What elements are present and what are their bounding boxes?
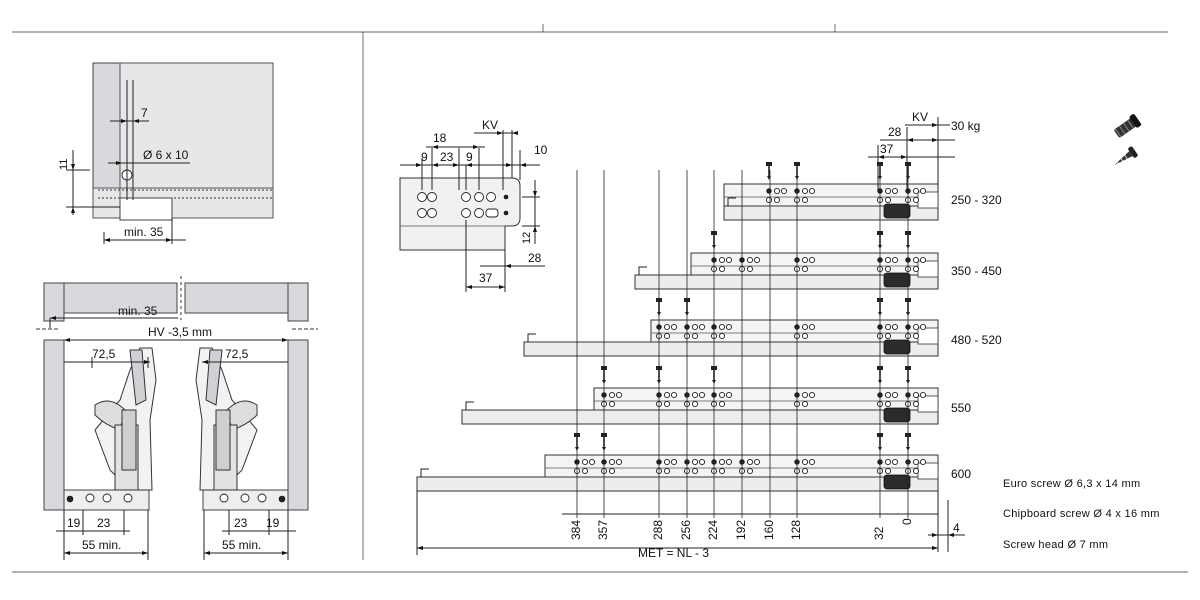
- runner-clip-4: [883, 474, 911, 490]
- dim-kv-bracket: KV: [482, 118, 498, 132]
- section-detail: min. 35 HV -3,5 mm: [36, 276, 318, 560]
- dim-met: MET = NL - 3: [638, 546, 709, 560]
- runner-clip-0: [883, 203, 911, 219]
- screw-marker: [794, 162, 800, 166]
- dim-10: 10: [534, 143, 548, 157]
- dim-28-bracket: 28: [528, 251, 542, 265]
- bottom-hole-dims: 384 357 288 256 224 192 160 128 32 0 4 M…: [416, 490, 965, 560]
- front-bracket-detail: KV 18 9 23 9 10 12 28 37: [399, 118, 548, 292]
- runner-rail-1: [634, 274, 939, 290]
- pos-160: 160: [762, 520, 776, 540]
- dim-37-bracket: 37: [479, 271, 493, 285]
- runner-clip-3: [883, 407, 911, 423]
- runner-clip-1: [883, 272, 911, 288]
- runner-4: [416, 433, 939, 492]
- dim-72-5-left: 72,5: [92, 347, 116, 361]
- runner-rail-4: [416, 476, 939, 492]
- pos-32: 32: [872, 526, 886, 540]
- runner-0: [723, 162, 939, 221]
- dim-23-bracket: 23: [440, 150, 454, 164]
- pos-128: 128: [789, 520, 803, 540]
- pos-0: 0: [900, 518, 914, 525]
- dim-hole: Ø 6 x 10: [143, 148, 189, 162]
- length-label-350-450: 350 - 450: [951, 264, 1002, 278]
- runner-carcass-3: [593, 387, 939, 413]
- dim-min35-section: min. 35: [118, 304, 158, 318]
- dim-min35-top: min. 35: [124, 225, 164, 239]
- screw-marker: [905, 162, 911, 166]
- dim-11: 11: [58, 159, 70, 170]
- dim-7: 7: [141, 106, 148, 120]
- runner-2: [523, 298, 939, 357]
- dim-19-right: 19: [266, 516, 280, 530]
- screw-marker: [877, 162, 883, 166]
- dim-12: 12: [521, 232, 533, 244]
- pos-384: 384: [569, 520, 583, 540]
- cabinet-side-detail: 7 Ø 6 x 10 11 min. 35: [58, 62, 274, 244]
- pos-357: 357: [596, 520, 610, 540]
- euro-screw-label: Euro screw Ø 6,3 x 14 mm: [1003, 478, 1140, 490]
- chipboard-screw-label: Chipboard screw Ø 4 x 16 mm: [1003, 508, 1160, 520]
- dim-9-b: 9: [466, 150, 473, 164]
- euro-screw-icon: [1114, 114, 1142, 138]
- screw-legend: Euro screw Ø 6,3 x 14 mm Chipboard screw…: [1003, 114, 1160, 551]
- length-labels: 250 - 320 350 - 450 480 - 520 550 600: [951, 193, 1002, 481]
- length-label-480-520: 480 - 520: [951, 333, 1002, 347]
- runner-rail-3: [461, 409, 939, 425]
- dim-37-runner: 37: [880, 142, 894, 156]
- pos-288: 288: [651, 520, 665, 540]
- dim-23-right: 23: [234, 516, 248, 530]
- chipboard-screw-icon: [1114, 146, 1138, 166]
- length-label-600: 600: [951, 467, 971, 481]
- runner-rail-2: [523, 341, 939, 357]
- length-label-550: 550: [951, 401, 971, 415]
- dim-23-left: 23: [97, 516, 111, 530]
- runner-clip-2: [883, 339, 911, 355]
- dim-18: 18: [433, 131, 447, 145]
- dim-28-runner: 28: [888, 125, 902, 139]
- dim-55-right: 55 min.: [222, 538, 261, 552]
- hole-position-lines: [576, 170, 909, 518]
- dim-hv: HV -3,5 mm: [148, 325, 212, 339]
- dim-72-5-right: 72,5: [225, 347, 249, 361]
- dim-19-left: 19: [67, 516, 81, 530]
- dim-9-a: 9: [421, 150, 428, 164]
- pos-192: 192: [734, 520, 748, 540]
- dim-4: 4: [953, 521, 960, 535]
- right-mechanism: [195, 347, 286, 503]
- left-mechanism: [66, 347, 157, 503]
- screw-head-label: Screw head Ø 7 mm: [1003, 539, 1108, 551]
- screw-marker: [766, 162, 772, 166]
- pos-224: 224: [706, 520, 720, 540]
- runner-top-dims: KV 30 kg 28 37: [868, 110, 980, 190]
- runner-3: [461, 366, 939, 425]
- pos-256: 256: [679, 520, 693, 540]
- load-rating: 30 kg: [951, 119, 980, 133]
- dim-55-left: 55 min.: [82, 538, 121, 552]
- runner-assemblies: [416, 162, 939, 492]
- runner-1: [634, 231, 939, 290]
- frame: [12, 24, 1188, 573]
- length-label-250-320: 250 - 320: [951, 193, 1002, 207]
- dim-kv-runner: KV: [912, 110, 928, 124]
